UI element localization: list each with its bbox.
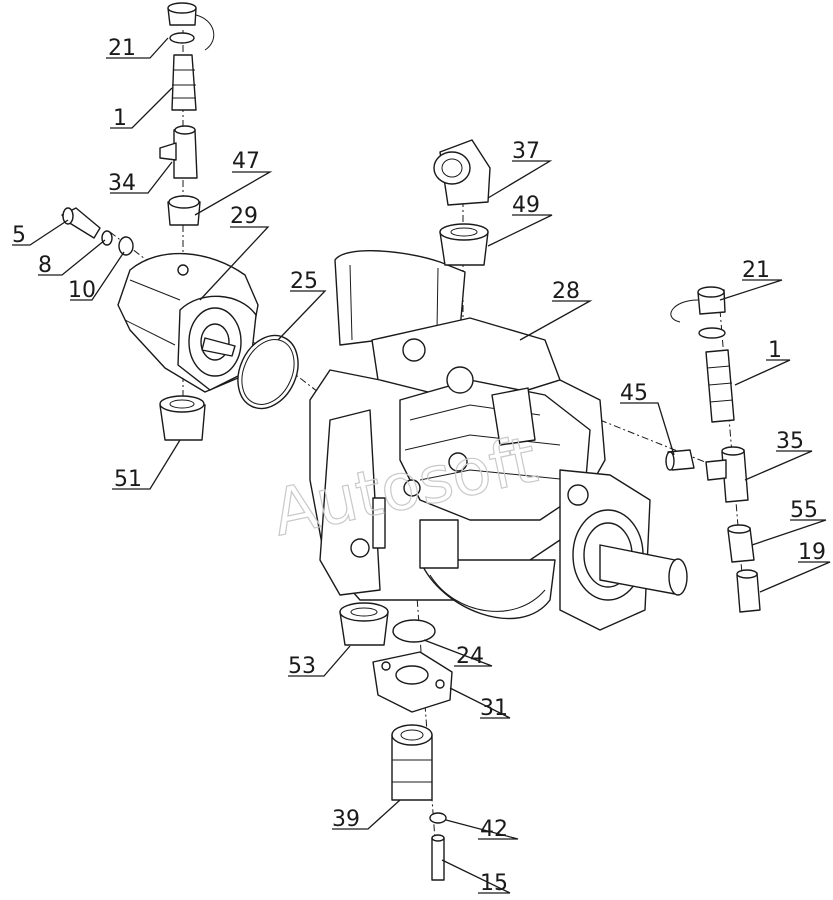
o-ring-25-inner (241, 339, 295, 405)
adapter-47 (167, 195, 201, 226)
callout-51: 51 (114, 467, 142, 492)
o-ring-24 (392, 619, 436, 643)
fitting-53 (339, 602, 389, 646)
bolt-5 (61, 207, 101, 239)
pump-body (309, 250, 688, 631)
dust-cap-21-left (167, 2, 215, 51)
tee-fitting-34 (159, 125, 198, 179)
callout-21-left: 21 (108, 36, 136, 61)
callout-labels: 21 1 34 47 29 5 8 10 25 37 49 28 21 1 45… (12, 36, 826, 896)
washer-8 (101, 230, 113, 246)
callout-21-right: 21 (742, 258, 770, 283)
callout-28: 28 (552, 279, 580, 304)
callout-55: 55 (790, 498, 818, 523)
tee-fitting-35 (705, 446, 749, 503)
callout-39: 39 (332, 807, 360, 832)
callout-35: 35 (776, 429, 804, 454)
flange-31 (372, 651, 453, 713)
callout-10: 10 (68, 278, 96, 303)
callout-34: 34 (108, 171, 136, 196)
o-ring-25 (237, 334, 299, 410)
quick-coupling-1-right (705, 349, 735, 423)
callout-49: 49 (512, 193, 540, 218)
adapter-45 (665, 449, 695, 471)
adapter-55 (727, 524, 755, 563)
dust-cap-21-right (670, 286, 726, 339)
callout-1-right: 1 (768, 338, 782, 363)
callout-5: 5 (12, 223, 26, 248)
callout-8: 8 (38, 253, 52, 278)
callout-19: 19 (798, 540, 826, 565)
quick-coupling-1-left (171, 54, 197, 111)
gear-pump (117, 252, 259, 393)
leader-lines (12, 37, 831, 894)
callout-25: 25 (290, 269, 318, 294)
bolt-15 (431, 834, 445, 881)
callout-47: 47 (232, 149, 260, 174)
callout-15: 15 (480, 871, 508, 896)
o-ring-42 (429, 812, 447, 824)
callout-53: 53 (288, 654, 316, 679)
callout-29: 29 (230, 204, 258, 229)
fitting-51 (159, 395, 206, 441)
callout-37: 37 (512, 139, 540, 164)
callout-42: 42 (480, 817, 508, 842)
callout-45: 45 (620, 381, 648, 406)
callout-31: 31 (480, 696, 508, 721)
washer-10 (118, 236, 134, 256)
callout-1-left: 1 (113, 106, 127, 131)
callout-24: 24 (456, 644, 484, 669)
fitting-19 (736, 569, 761, 613)
elbow-37 (433, 139, 491, 206)
flange-adapter-39 (391, 724, 433, 801)
adapter-49 (439, 223, 489, 266)
